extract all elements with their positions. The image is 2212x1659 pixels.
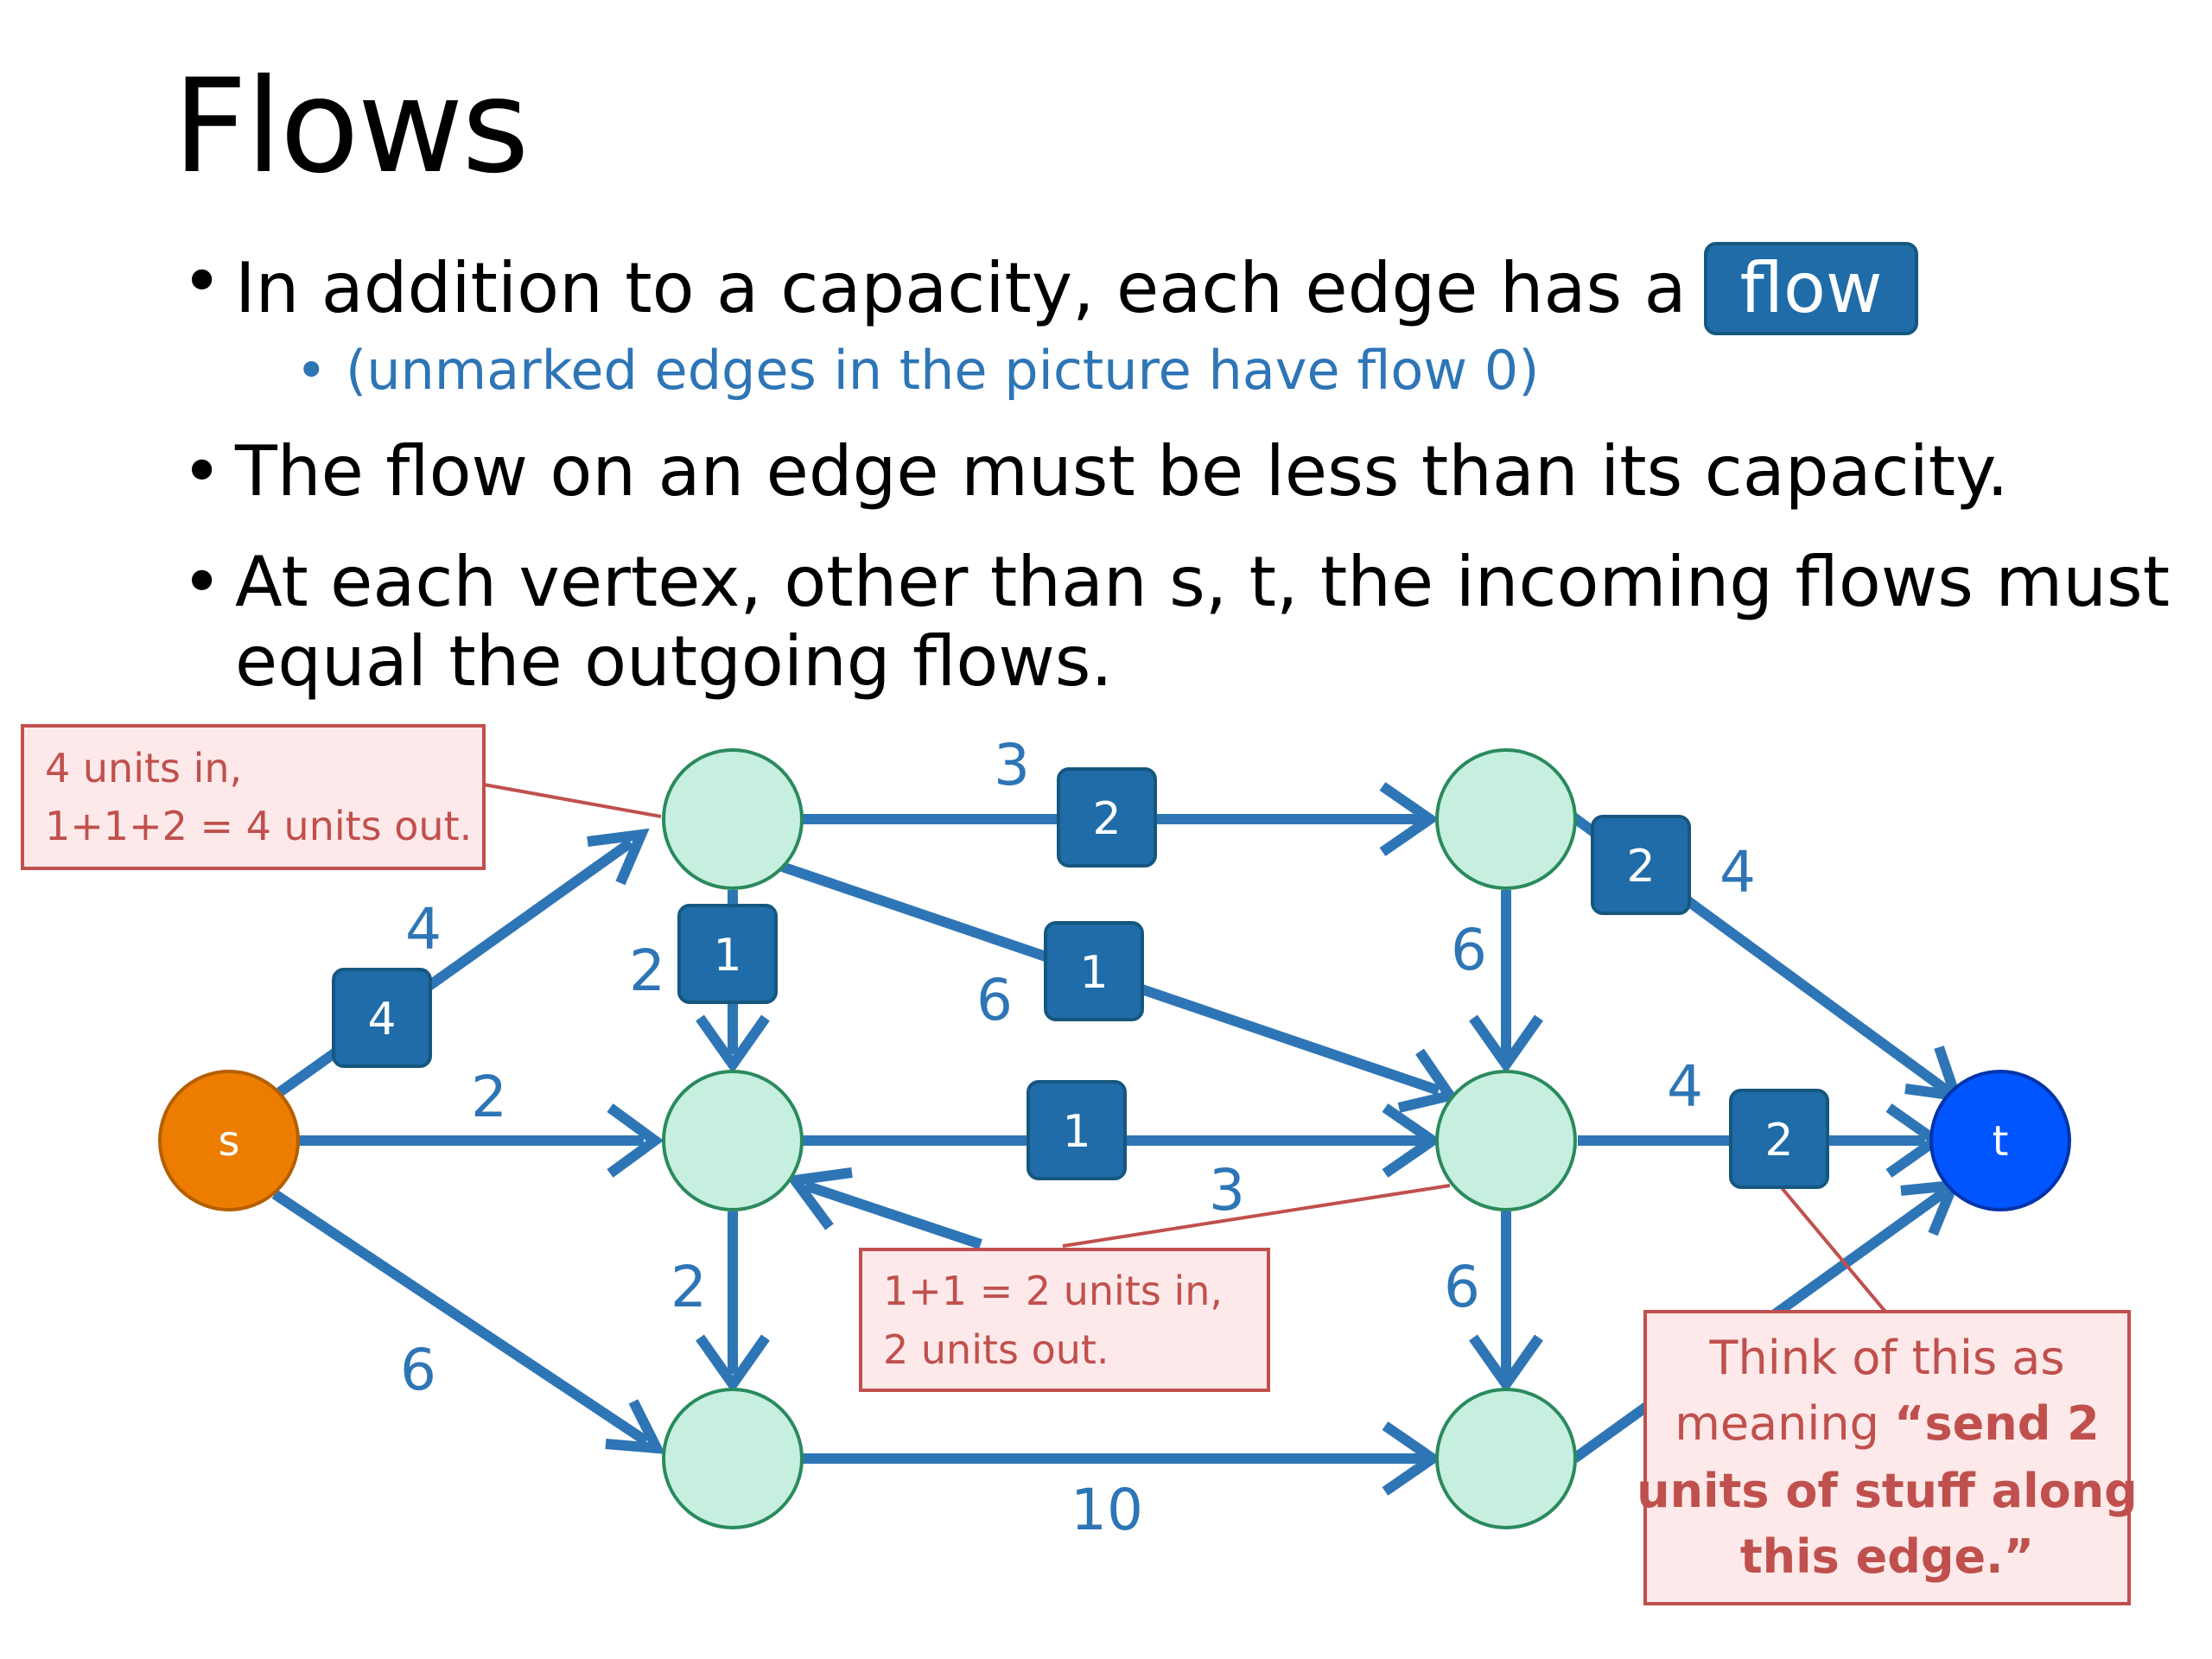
node-s	[158, 1070, 300, 1211]
flow-D-E: 1	[1062, 1106, 1090, 1158]
arrowhead-icon	[1469, 1334, 1543, 1394]
flow-A-E: 1	[1079, 947, 1108, 999]
cap-A-E: 6	[976, 967, 1013, 1033]
cap-s-A: 4	[405, 896, 442, 963]
bullet-dot: •	[181, 241, 223, 321]
node-D	[662, 1070, 804, 1211]
arrowhead-icon	[1382, 1103, 1442, 1178]
note-box-1	[21, 724, 486, 870]
node-t-label: t	[1993, 1117, 2009, 1166]
cap-s-F: 6	[400, 1337, 436, 1403]
note-2-line-2: 2 units out.	[883, 1326, 1109, 1373]
edge-E-D	[804, 1180, 982, 1249]
node-G	[1435, 1388, 1577, 1529]
bullet-3: • At each vertex, other than s, t, the i…	[181, 542, 2171, 702]
flow-box-s-A	[332, 968, 432, 1068]
flow-highlight-badge: flow	[1703, 242, 1919, 335]
flow-box-D-E	[1027, 1080, 1127, 1180]
note-box-2	[859, 1248, 1270, 1392]
note-connectors	[483, 783, 1887, 1313]
note-1-line-2: 1+1+2 = 4 units out.	[45, 803, 472, 849]
cap-E-G: 6	[1444, 1254, 1480, 1320]
slide-title: Flows	[173, 52, 530, 202]
bullet-dot: •	[181, 431, 223, 512]
cap-A-D: 2	[629, 938, 665, 1004]
flow-E-t: 2	[1764, 1115, 1793, 1166]
edges	[271, 782, 1963, 1496]
note-connector	[1777, 1182, 1887, 1313]
flow-box-B-t	[1591, 815, 1691, 915]
flow-boxes: 4 2 1 1 2 1 2	[332, 767, 1829, 1189]
cap-E-t: 4	[1667, 1053, 1703, 1120]
note-3-line-2a: meaning	[1675, 1396, 1894, 1451]
bullet-2: • The flow on an edge must be less than …	[181, 431, 2009, 512]
node-F	[662, 1388, 804, 1529]
flow-A-B: 2	[1092, 793, 1121, 845]
node-s-label: s	[218, 1117, 239, 1166]
note-3-line-1: Think of this as	[1708, 1331, 2064, 1385]
flow-box-A-E	[1044, 921, 1144, 1021]
bullet-dot: •	[181, 542, 223, 622]
bullet-2-text: The flow on an edge must be less than it…	[235, 431, 2009, 512]
node-A	[662, 748, 804, 890]
bullet-3-line-2: equal the outgoing flows.	[235, 621, 1113, 702]
cap-A-B: 3	[994, 732, 1030, 798]
cap-B-E: 6	[1451, 917, 1487, 983]
cap-B-t: 4	[1719, 839, 1756, 906]
bullet-1-text: In addition to a capacity, each edge has…	[235, 248, 1687, 328]
cap-D-F: 2	[671, 1254, 707, 1320]
flow-box-A-B	[1057, 767, 1157, 868]
arrowhead-icon	[607, 1103, 664, 1178]
note-3-line-2: meaning “send 2	[1675, 1396, 2100, 1451]
flow-s-A: 4	[367, 994, 396, 1046]
flow-box-A-D	[677, 904, 778, 1004]
arrowhead-icon	[1397, 1048, 1459, 1113]
edge-s-F	[271, 1190, 650, 1446]
node-E	[1435, 1070, 1577, 1211]
nodes: s t	[158, 748, 2071, 1529]
cap-E-D: 3	[1209, 1157, 1245, 1224]
sub-bullet-1: • (unmarked edges in the picture have fl…	[296, 339, 1540, 402]
arrowhead-icon	[1382, 1421, 1442, 1496]
arrowhead-icon	[785, 1167, 853, 1230]
flow-box-E-t	[1729, 1089, 1829, 1189]
flow-B-t: 2	[1626, 841, 1655, 893]
edge-s-A	[271, 838, 634, 1100]
cap-F-G: 10	[1071, 1477, 1143, 1543]
arrowhead-icon	[605, 1399, 666, 1454]
node-t	[1929, 1070, 2071, 1211]
capacity-labels: 4 2 6 3 2 6 6 4 3 2 6 4 10	[400, 732, 1756, 1543]
bullet-3-line-1: At each vertex, other than s, t, the inc…	[235, 542, 2171, 622]
node-B	[1435, 748, 1577, 890]
note-3-line-2b: “send 2	[1894, 1396, 2100, 1451]
note-3-line-3: units of stuff along	[1637, 1464, 2138, 1518]
note-connector	[483, 783, 662, 818]
note-box-3	[1643, 1310, 2131, 1605]
sub-bullet-dot: •	[296, 339, 327, 402]
note-2-line-1: 1+1 = 2 units in,	[883, 1268, 1223, 1314]
note-connector	[1062, 1184, 1451, 1248]
arrowhead-icon	[587, 828, 650, 886]
note-3-line-4: this edge.”	[1740, 1529, 2034, 1584]
arrowhead-icon	[1469, 1014, 1543, 1074]
note-1-line-1: 4 units in,	[45, 745, 242, 791]
arrowhead-icon	[696, 1014, 770, 1074]
arrowhead-icon	[696, 1334, 770, 1394]
arrowhead-icon	[1379, 782, 1440, 856]
cap-s-D: 2	[471, 1064, 507, 1130]
bullet-1: • In addition to a capacity, each edge h…	[181, 242, 1919, 335]
flow-A-D: 1	[713, 930, 741, 982]
sub-bullet-1-text: (unmarked edges in the picture have flow…	[346, 339, 1540, 402]
